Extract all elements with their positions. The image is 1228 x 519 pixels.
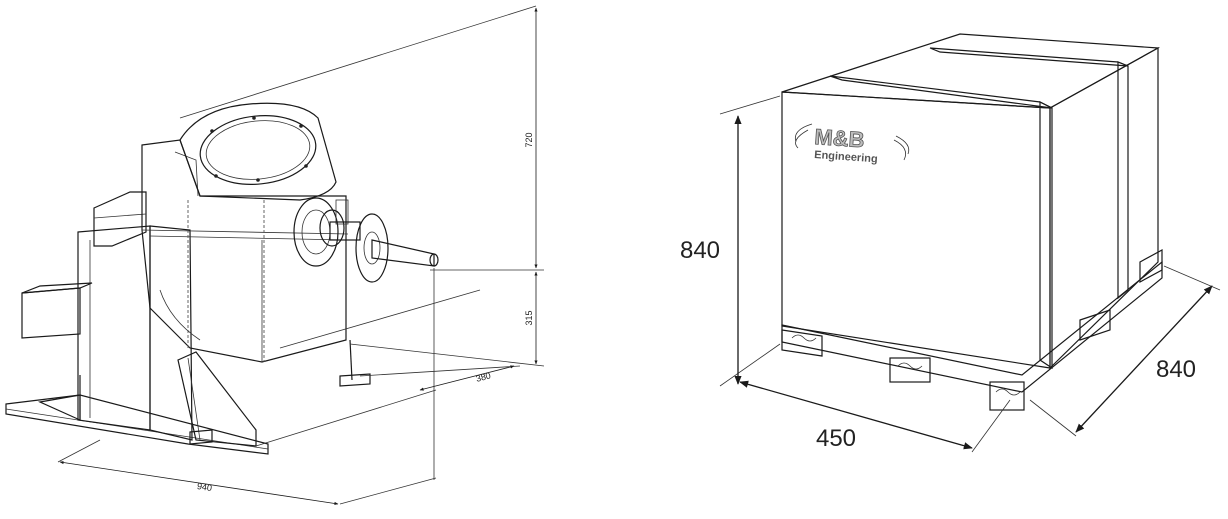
dim-label-machine-height-upper: 720	[524, 132, 534, 147]
dim-label-machine-height-lower: 315	[524, 310, 534, 325]
logo-brand-name: Engineering	[814, 149, 878, 165]
brand-logo: M&B Engineering	[794, 123, 910, 165]
dim-label-crate-width: 450	[816, 425, 856, 452]
packaged-crate: M&B Engineering 840 450 840	[680, 33, 1221, 453]
crate-pallet	[781, 248, 1163, 411]
crate-dimension-lines	[719, 95, 1221, 453]
dim-label-machine-width: 940	[196, 481, 212, 493]
dim-label-crate-depth: 840	[1156, 356, 1196, 383]
machine-dimension-lines	[59, 7, 538, 506]
crate-straps	[829, 47, 1129, 370]
crate-side-face	[1049, 46, 1159, 370]
machine-extension-lines	[57, 5, 545, 505]
machine-display-hood	[179, 102, 337, 201]
machine-base-frame	[5, 191, 371, 455]
dim-label-machine-depth: 380	[475, 370, 492, 383]
machine-cabinet	[141, 139, 349, 363]
logo-brand-mark: M&B	[814, 124, 866, 152]
wheel-balancer-machine: 720 315 380 940	[5, 5, 545, 506]
machine-balancing-shaft	[293, 197, 439, 283]
dim-label-crate-height: 840	[680, 237, 720, 264]
